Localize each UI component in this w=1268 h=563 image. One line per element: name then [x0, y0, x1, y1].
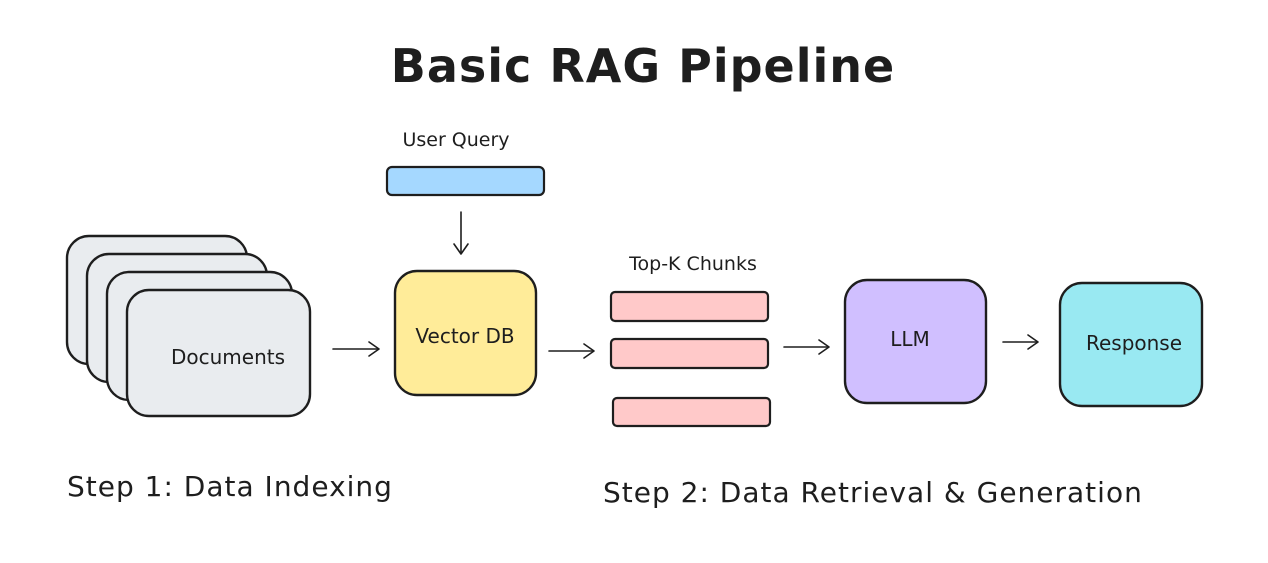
- step-1-caption: Step 1: Data Indexing: [67, 470, 393, 503]
- user-query-label: User Query: [402, 129, 509, 151]
- llm-label: LLM: [890, 327, 930, 351]
- response-label: Response: [1086, 331, 1182, 355]
- arrow-vector-db-to-chunks: [548, 343, 595, 359]
- arrow-chunks-to-llm: [783, 339, 830, 355]
- step-2-caption: Step 2: Data Retrieval & Generation: [603, 476, 1143, 509]
- diagram-title: Basic RAG Pipeline: [391, 39, 895, 93]
- arrow-llm-to-response: [1002, 334, 1039, 350]
- llm-box: [843, 278, 988, 405]
- documents-stack: Documents: [65, 234, 312, 418]
- chunk-bar: [609, 337, 770, 370]
- documents-label: Documents: [171, 345, 285, 369]
- document-card: [125, 288, 312, 418]
- vector-db-label: Vector DB: [415, 324, 514, 348]
- chunk-bar: [611, 396, 772, 428]
- arrow-documents-to-vector-db: [332, 341, 380, 357]
- chunk-bar: [609, 290, 770, 323]
- top-k-chunks-group: [609, 290, 772, 428]
- arrow-query-to-vector-db: [453, 211, 469, 255]
- user-query-bar: [385, 165, 546, 197]
- vector-db-box: [393, 269, 538, 397]
- top-k-chunks-label: Top-K Chunks: [628, 253, 757, 275]
- response-box: [1058, 281, 1204, 408]
